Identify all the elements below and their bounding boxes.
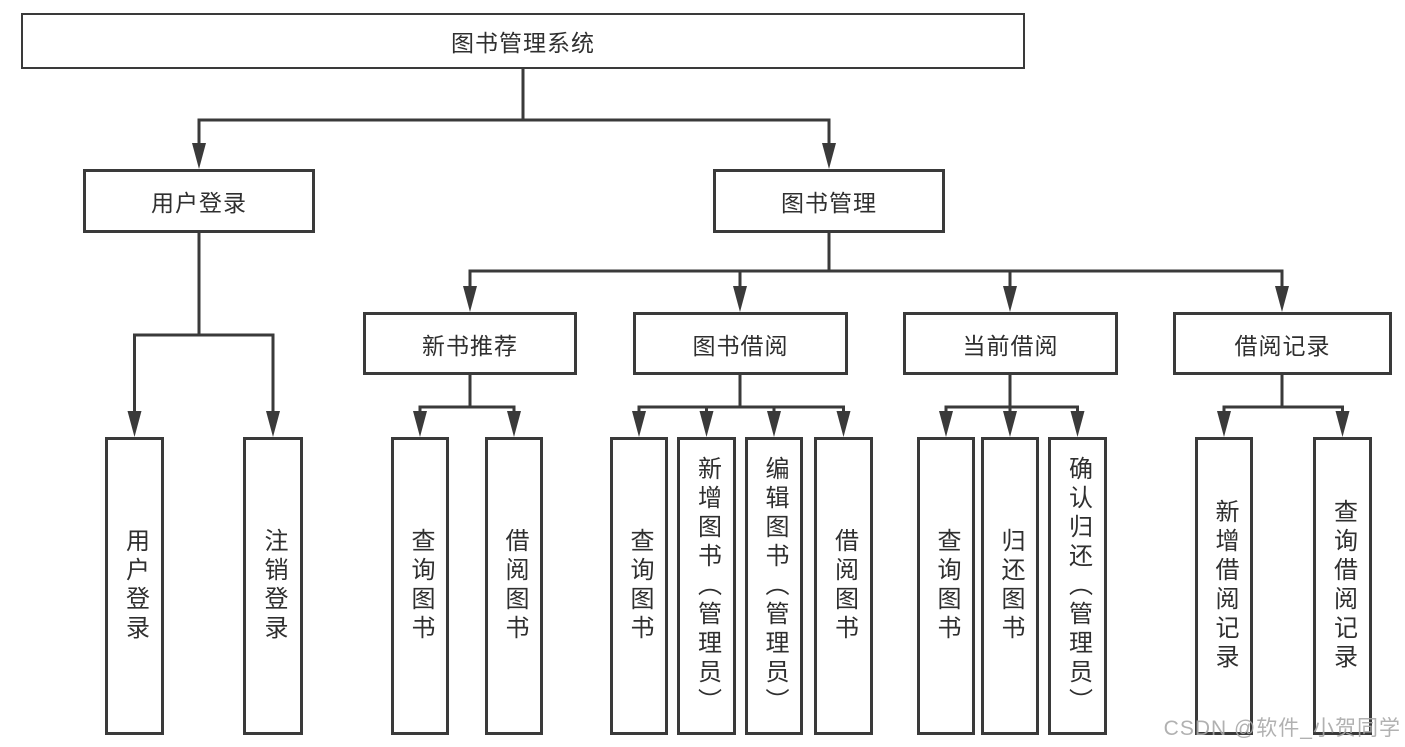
node-leaf-add-borrow-record: 新增借阅记录 — [1195, 437, 1253, 735]
node-leaf-confirm-return-admin: 确认归还（管理员） — [1048, 437, 1107, 735]
node-current-borrowing: 当前借阅 — [903, 312, 1118, 375]
node-leaf-logout-label: 注销登录 — [260, 528, 287, 644]
node-book-borrowing-label: 图书借阅 — [692, 332, 789, 359]
connector-borrowing-records-to-leaves — [1217, 375, 1350, 437]
node-book-borrowing: 图书借阅 — [633, 312, 848, 375]
node-leaf-logout: 注销登录 — [243, 437, 303, 735]
connector-new-book-to-leaves — [413, 375, 521, 437]
node-leaf-edit-book-admin-label: 编辑图书（管理员） — [761, 455, 788, 717]
connector-user-login-to-leaves — [127, 233, 280, 437]
connector-root-to-level2 — [192, 69, 836, 169]
node-borrowing-records: 借阅记录 — [1173, 312, 1392, 375]
node-leaf-query-books-current-label: 查询图书 — [933, 528, 960, 644]
node-leaf-query-books-recommend: 查询图书 — [391, 437, 449, 735]
node-user-login-label: 用户登录 — [151, 190, 247, 216]
node-leaf-confirm-return-admin-label: 确认归还（管理员） — [1064, 455, 1092, 717]
node-leaf-query-borrow-record: 查询借阅记录 — [1313, 437, 1372, 735]
node-root-label: 图书管理系统 — [451, 30, 595, 56]
node-leaf-query-borrow-record-label: 查询借阅记录 — [1329, 499, 1357, 673]
node-leaf-return-books-label: 归还图书 — [997, 528, 1024, 644]
node-leaf-add-book-admin: 新增图书（管理员） — [677, 437, 736, 735]
node-leaf-query-books-recommend-label: 查询图书 — [407, 528, 434, 644]
node-leaf-borrow-books-borrowing-label: 借阅图书 — [830, 528, 858, 644]
node-leaf-user-login: 用户登录 — [105, 437, 164, 735]
node-leaf-query-books-current: 查询图书 — [917, 437, 975, 735]
node-current-borrowing-label: 当前借阅 — [962, 332, 1059, 359]
node-user-login: 用户登录 — [83, 169, 315, 233]
connector-book-borrowing-to-leaves — [632, 375, 851, 437]
node-leaf-borrow-books-recommend: 借阅图书 — [485, 437, 543, 735]
watermark-text: CSDN @软件_小贺同学 — [1163, 717, 1401, 740]
connector-current-borrowing-to-leaves — [939, 375, 1085, 437]
node-leaf-query-books-borrowing: 查询图书 — [610, 437, 668, 735]
node-leaf-borrow-books-borrowing: 借阅图书 — [814, 437, 873, 735]
node-leaf-add-borrow-record-label: 新增借阅记录 — [1211, 499, 1238, 673]
node-root: 图书管理系统 — [21, 13, 1025, 69]
node-leaf-user-login-label: 用户登录 — [121, 528, 149, 644]
node-leaf-add-book-admin-label: 新增图书（管理员） — [693, 455, 721, 717]
node-leaf-query-books-borrowing-label: 查询图书 — [626, 528, 653, 644]
node-leaf-return-books: 归还图书 — [981, 437, 1039, 735]
node-book-management: 图书管理 — [713, 169, 945, 233]
node-leaf-borrow-books-recommend-label: 借阅图书 — [501, 528, 528, 644]
node-new-book-recommend-label: 新书推荐 — [422, 332, 518, 359]
node-borrowing-records-label: 借阅记录 — [1234, 332, 1331, 359]
node-new-book-recommend: 新书推荐 — [363, 312, 577, 375]
node-book-management-label: 图书管理 — [781, 190, 877, 216]
connector-book-management-to-level3 — [463, 233, 1289, 312]
node-leaf-edit-book-admin: 编辑图书（管理员） — [745, 437, 803, 735]
